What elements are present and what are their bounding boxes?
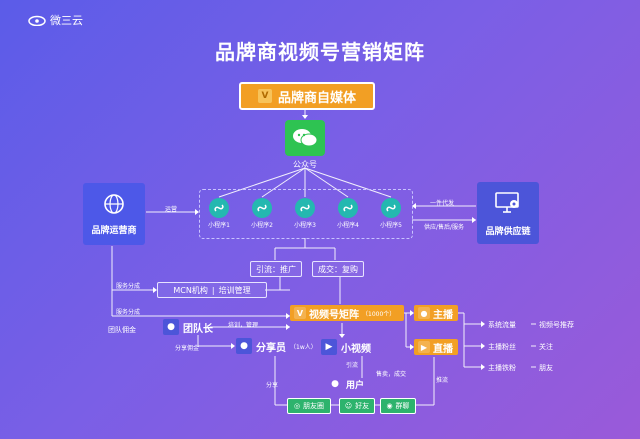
moments-node: ◎ 朋友圈 bbox=[287, 398, 331, 414]
sharer-label: 分享员 bbox=[256, 342, 286, 354]
training-management-label: 培训管理 bbox=[218, 285, 251, 295]
monitor-gear-icon bbox=[495, 192, 519, 213]
short-video-node: ▶ 小视频 bbox=[321, 339, 371, 355]
team-leader-label: 团队长 bbox=[183, 323, 213, 335]
play-icon: ▶ bbox=[418, 341, 430, 353]
right-flow-to-2: 关注 bbox=[539, 343, 553, 351]
live-label: 直播 bbox=[433, 343, 453, 355]
edge-label-sale-deal: 售卖，成交 bbox=[376, 371, 407, 378]
mini-program-icon bbox=[252, 198, 272, 218]
groups-node: ◉ 群聊 bbox=[380, 398, 416, 414]
friends-node: ☺ 好友 bbox=[339, 398, 375, 414]
edge-label-ops: 运营 bbox=[165, 206, 178, 213]
user-label: 用户 bbox=[346, 380, 365, 391]
mini-program-label: 小程序5 bbox=[380, 222, 402, 229]
edge-label-team-split: 团队佣金 bbox=[108, 326, 136, 334]
traffic-promotion-node: 引流：推广 bbox=[250, 261, 302, 277]
brand-operator-node: 品牌运营商 bbox=[83, 183, 145, 245]
edge-label-traffic: 引流 bbox=[346, 362, 359, 369]
v-badge-icon: V bbox=[257, 89, 272, 103]
edge-label-recommend-split: 服务分成 bbox=[116, 309, 141, 316]
mini-program-label: 小程序2 bbox=[251, 222, 273, 229]
right-flow-from-3: 主播铁粉 bbox=[488, 364, 516, 372]
mini-program-icon bbox=[338, 198, 358, 218]
host-node: ● 主播 bbox=[414, 305, 458, 321]
user-icon: ● bbox=[331, 379, 339, 389]
host-label: 主播 bbox=[433, 309, 453, 321]
mini-program-label: 小程序1 bbox=[208, 222, 230, 229]
wechat-icon bbox=[285, 120, 325, 156]
deal-repurchase-node: 成交：复购 bbox=[312, 261, 364, 277]
right-flow-to-1: 视频号推荐 bbox=[539, 321, 574, 329]
mini-program-4: 小程序4 bbox=[334, 198, 362, 229]
edge-label-share-split: 分享佣金 bbox=[175, 345, 200, 352]
wechat-label: 公众号 bbox=[293, 160, 317, 169]
mini-program-2: 小程序2 bbox=[248, 198, 276, 229]
brand-self-media-label: 品牌商自媒体 bbox=[277, 90, 356, 106]
brand-supply-node: 品牌供应链 bbox=[477, 182, 539, 244]
video-account-matrix-node: V 视频号矩阵 （1000个） bbox=[290, 305, 404, 321]
video-matrix-count: （1000个） bbox=[362, 310, 396, 318]
cloud-icon bbox=[28, 15, 46, 26]
video-play-icon: ▶ bbox=[321, 339, 337, 355]
edge-label-supply: 供应/售后/服务 bbox=[424, 224, 465, 231]
right-flow-from-1: 系统流量 bbox=[488, 321, 516, 329]
groups-label: 群聊 bbox=[395, 402, 410, 410]
mcn-label: MCN机构 bbox=[173, 285, 208, 295]
mini-program-label: 小程序3 bbox=[294, 222, 316, 229]
mini-program-icon bbox=[209, 198, 229, 218]
v-badge-icon: V bbox=[294, 307, 306, 319]
mini-program-5: 小程序5 bbox=[377, 198, 405, 229]
brand-logo-text: 微三云 bbox=[50, 14, 83, 27]
mini-program-icon bbox=[295, 198, 315, 218]
mcn-divider: | bbox=[211, 285, 215, 295]
live-node: ▶ 直播 bbox=[414, 339, 458, 355]
mini-program-label: 小程序4 bbox=[337, 222, 359, 229]
brand-logo: 微三云 bbox=[28, 12, 83, 28]
brand-operator-label: 品牌运营商 bbox=[91, 226, 137, 236]
edge-label-service-split: 服务分成 bbox=[116, 283, 141, 290]
sharer-count: （1w人） bbox=[290, 343, 317, 351]
mini-program-3: 小程序3 bbox=[291, 198, 319, 229]
edge-label-share: 分享 bbox=[266, 382, 279, 389]
friends-icon: ☺ bbox=[344, 402, 353, 410]
globe-icon bbox=[104, 194, 124, 214]
edge-label-dropship: 一件代发 bbox=[430, 200, 455, 207]
team-leader-node: ● 团队长 bbox=[163, 319, 213, 335]
right-flow-from-2: 主播粉丝 bbox=[488, 343, 516, 351]
friends-label: 好友 bbox=[355, 402, 370, 410]
brand-supply-label: 品牌供应链 bbox=[485, 227, 531, 237]
person-icon: ● bbox=[236, 338, 252, 354]
mcn-training-node: MCN机构 | 培训管理 bbox=[157, 282, 267, 298]
mini-program-1: 小程序1 bbox=[205, 198, 233, 229]
page-title: 品牌商视频号营销矩阵 bbox=[215, 40, 425, 64]
user-node: ● 用户 bbox=[327, 376, 364, 392]
right-flow-to-3: 朋友 bbox=[539, 364, 553, 372]
video-matrix-label: 视频号矩阵 bbox=[309, 309, 359, 321]
edge-label-push: 推流 bbox=[436, 377, 449, 384]
sharer-node: ● 分享员 （1w人） bbox=[236, 338, 317, 354]
mini-program-group bbox=[199, 189, 413, 239]
edge-label-training: 培训，管理 bbox=[228, 322, 259, 329]
moments-label: 朋友圈 bbox=[303, 402, 325, 410]
mini-program-icon bbox=[381, 198, 401, 218]
person-icon: ● bbox=[418, 307, 430, 319]
groups-icon: ◉ bbox=[386, 402, 393, 410]
person-icon: ● bbox=[163, 319, 179, 335]
moments-icon: ◎ bbox=[293, 402, 301, 410]
short-video-label: 小视频 bbox=[341, 343, 371, 355]
brand-self-media-node: V 品牌商自媒体 bbox=[239, 82, 375, 110]
